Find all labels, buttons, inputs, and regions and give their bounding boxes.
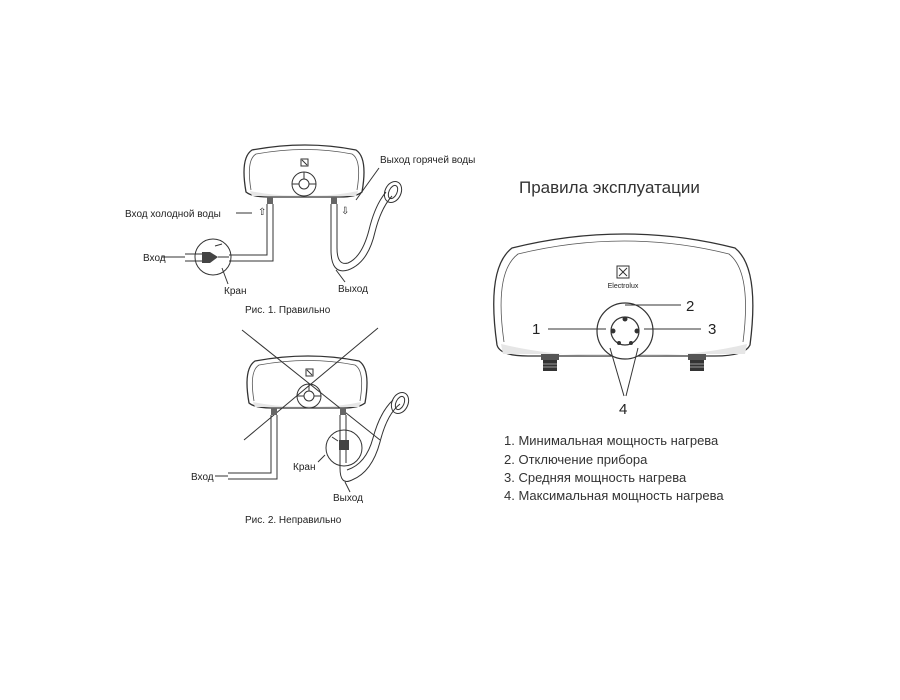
legend-item-1: 1. Минимальная мощность нагрева [504,433,719,448]
legend-item-3: 3. Средняя мощность нагрева [504,470,687,485]
fig2-tap-icon [325,429,363,467]
fig1-heater-bottom-shade [250,191,358,196]
fig1-outlet-label: Выход [338,284,368,295]
fig1-caption: Рис. 1. Правильно [245,305,331,316]
fig1-heater-inner-outline [248,149,360,191]
fig1-outlet-leader [335,269,346,283]
fig2-shower-hose [346,399,401,481]
fig2-cross-line-b [243,327,379,441]
fig1-logo-icon [300,158,309,167]
fig2-cold-pipe [228,415,278,480]
fig2-hot-pipe [339,415,353,482]
marker-4-leader-right [625,347,639,397]
fig1-tap-leader [221,267,229,285]
fig1-correct-installation: ⇧ Вход холодной воды Вход Кран ⇩ Выход г… [125,144,475,316]
fig1-down-arrow-icon: ⇩ [341,206,349,217]
fig1-hot-leader [355,167,380,201]
brand-label: Electrolux [608,283,639,290]
electrolux-logo-icon [616,265,630,279]
fig1-hot-out-label: Выход горячей воды [380,155,475,166]
marker-2: 2 [686,298,694,315]
operation-title: Правила эксплуатации [519,178,700,197]
fig1-cold-fitting [267,197,273,204]
legend-item-4: 4. Максимальная мощность нагрева [504,488,724,503]
fig1-cold-pipe [229,204,274,262]
fig1-tap-icon [185,238,232,276]
fig1-hot-fitting [331,197,337,204]
operation-rules: Правила эксплуатации Electrolux [493,178,754,503]
fig2-tap-leader [317,454,326,463]
fig2-tap-label: Кран [293,462,315,473]
marker-1: 1 [532,321,540,338]
fig1-control-knob-icon [291,171,317,197]
fig2-inlet-label: Вход [191,472,214,483]
fig1-tap-label: Кран [224,286,246,297]
heater-front-body [493,233,754,357]
fig2-cold-fitting [271,408,277,415]
fig2-cross-line-a [241,329,381,441]
left-fitting-icon [541,354,559,371]
marker-4-leader-left [609,347,625,397]
heater-front-inner-outline [500,240,746,343]
fig2-shower-head-icon [390,391,410,415]
fig1-up-arrow-icon: ⇧ [258,207,266,218]
legend-item-2: 2. Отключение прибора [504,452,648,467]
fig2-heater-bottom-shade [253,402,361,407]
marker-3: 3 [708,321,716,338]
fig2-heater-inner-outline [251,360,363,402]
right-fitting-icon [688,354,706,371]
fig2-outlet-label: Выход [333,493,363,504]
marker-4: 4 [619,401,627,418]
fig1-cold-in-label: Вход холодной воды [125,209,221,220]
fig2-hot-fitting [340,408,346,415]
fig2-outlet-leader [344,481,351,493]
fig1-shower-hose [330,191,393,272]
legend: 1. Минимальная мощность нагрева 2. Отклю… [504,433,724,503]
fig2-caption: Рис. 2. Неправильно [245,515,342,526]
fig2-logo-icon [305,368,314,377]
fig1-shower-head-icon [383,180,403,204]
power-control-knob-icon [596,302,654,360]
fig2-wrong-installation: Вход Кран Выход Рис. 2. Неправильно [191,327,410,526]
fig1-inlet-label: Вход [143,253,166,264]
